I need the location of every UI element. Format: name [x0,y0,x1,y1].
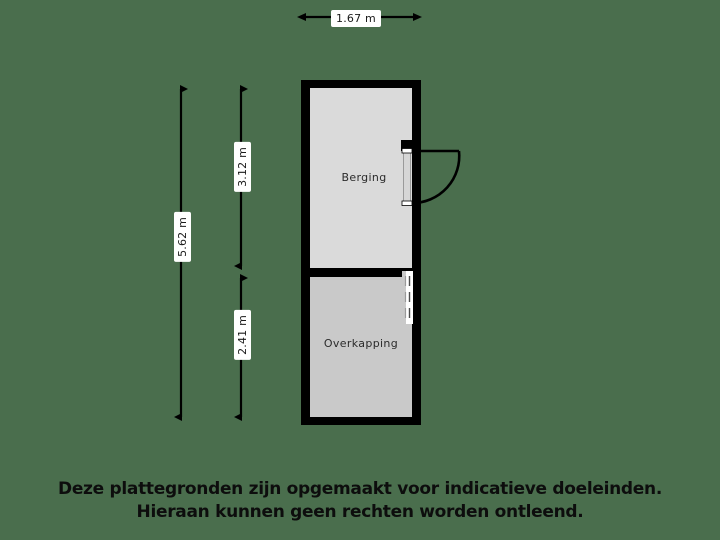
dimension-label-total-depth: 5.62 m [174,212,191,262]
entrance-door[interactable] [401,140,461,206]
disclaimer-text: Deze plattegronden zijn opgemaakt voor i… [0,478,720,524]
door-swing-arc [411,150,461,205]
dimension-label-overkapping-depth: 2.41 m [234,310,251,360]
disclaimer-line-1: Deze plattegronden zijn opgemaakt voor i… [58,479,662,499]
dimension-label-width-top: 1.67 m [331,10,381,27]
room-fill-overkapping [310,277,412,417]
room-label-berging: Berging [341,171,387,184]
room-fill-berging [310,88,412,268]
opening-inner-edge [402,271,406,324]
building-shell [301,80,421,425]
opening-cutout [402,271,413,324]
dimension-label-berging-depth: 3.12 m [234,142,251,192]
partition-wall [301,268,421,277]
room-label-overkapping: Overkapping [323,337,399,350]
overkapping-opening [402,271,413,324]
disclaimer-line-2: Hieraan kunnen geen rechten worden ontle… [136,502,584,522]
door-jamb-notch [401,140,412,151]
door-stop-top [401,148,413,154]
door-stop-bottom [401,200,413,206]
